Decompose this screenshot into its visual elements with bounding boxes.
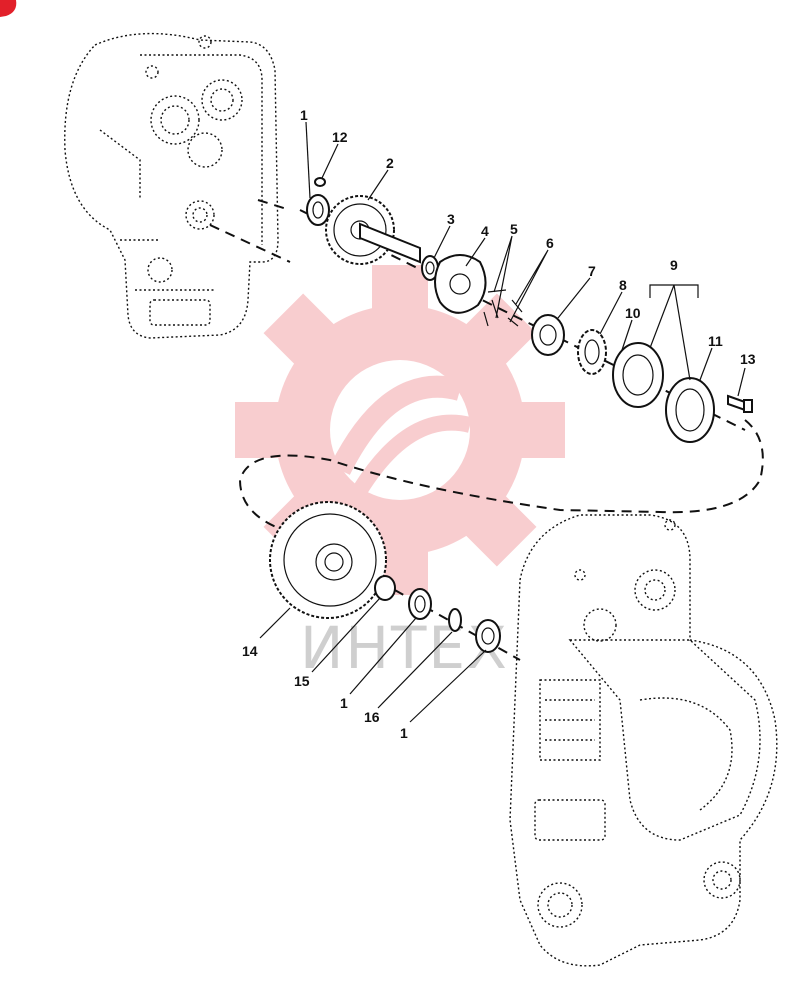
bearing-part-1-lower	[475, 619, 501, 653]
large-gear-part-14	[269, 501, 387, 619]
roller-bearing-part-7	[531, 314, 565, 356]
snap-ring-part-16	[448, 608, 462, 632]
gear-part-8	[577, 329, 607, 375]
pins-part-6	[507, 299, 523, 327]
callout-11: 11	[708, 333, 723, 349]
callout-2: 2	[386, 155, 394, 171]
lower-transmission-housing	[509, 514, 778, 967]
callout-6: 6	[546, 235, 554, 251]
callout-12: 12	[332, 129, 348, 145]
plug-part-12	[314, 177, 326, 187]
gear-shaft-part-2	[325, 195, 421, 265]
callout-8: 8	[619, 277, 627, 293]
retainer-plate-part-4	[434, 254, 487, 314]
callout-9: 9	[670, 257, 678, 273]
callout-13: 13	[740, 351, 756, 367]
callout-3: 3	[447, 211, 455, 227]
gasket-part-11	[665, 377, 715, 443]
bearing-part-1-upper	[306, 194, 330, 226]
callout-16: 16	[364, 709, 380, 725]
callout-10: 10	[625, 305, 641, 321]
callout-labels: 1 12 2 3 4 5 6 7 8 9 10 11 13 14 15 1 16…	[242, 107, 756, 741]
bearing-part-1-middle	[408, 588, 432, 620]
callout-1-upper: 1	[300, 107, 308, 123]
callout-1-middle: 1	[340, 695, 348, 711]
watermark-text: ИНТЕХ	[300, 614, 509, 682]
callout-15: 15	[294, 673, 310, 689]
callout-7: 7	[588, 263, 596, 279]
bolt-part-13	[727, 394, 753, 413]
roller-bearing-part-15	[374, 575, 396, 601]
callout-14: 14	[242, 643, 258, 659]
callout-1-lower: 1	[400, 725, 408, 741]
leader-lines	[259, 121, 746, 723]
housing-part-10	[612, 342, 664, 408]
upper-transmission-housing	[64, 32, 279, 339]
brand-corner-icon	[0, 0, 17, 17]
callout-4: 4	[481, 223, 489, 239]
callout-5: 5	[510, 221, 518, 237]
